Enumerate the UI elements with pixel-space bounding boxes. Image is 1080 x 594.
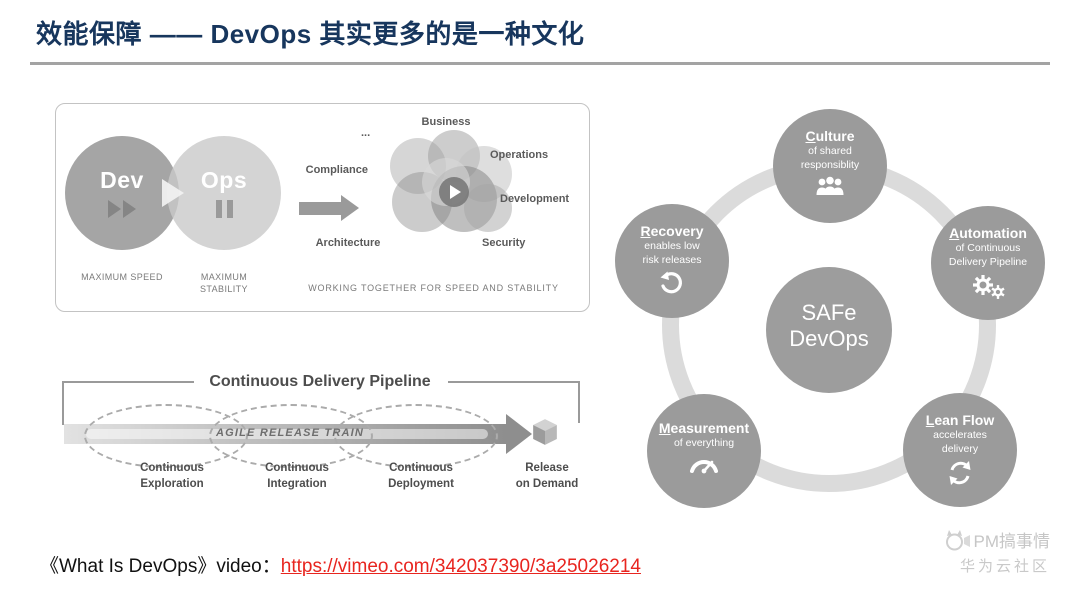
- watermark-name: PM搞事情: [973, 532, 1051, 551]
- label-operations: Operations: [490, 149, 549, 161]
- cube-icon: [533, 419, 557, 445]
- hub-line1: SAFe: [801, 300, 857, 325]
- video-label: 《What Is DevOps》video：: [40, 556, 281, 577]
- dev-circle: [65, 136, 179, 250]
- vimeo-link[interactable]: https://vimeo.com/342037390/3a25026214: [280, 556, 641, 577]
- node-heading: Lean Flow: [903, 412, 1017, 428]
- ops-label: Ops: [200, 167, 248, 193]
- node-line: accelerates: [933, 429, 987, 441]
- node-line: of Continuous: [955, 242, 1021, 254]
- safe-node-automation: Automation of Continuous Delivery Pipeli…: [931, 206, 1045, 320]
- node-line: enables low: [644, 240, 700, 252]
- stage-continuous-exploration: Continuous Exploration: [110, 461, 234, 492]
- safe-devops-hub: SAFe DevOps: [766, 267, 892, 393]
- safe-node-measurement: Measurement of everything: [647, 394, 761, 508]
- node-initial: M: [658, 420, 671, 436]
- pause-icon: [167, 200, 281, 218]
- label-architecture: Architecture: [315, 237, 381, 249]
- node-heading: Measurement: [647, 420, 761, 436]
- node-initial: A: [949, 225, 960, 241]
- node-initial: R: [640, 223, 651, 239]
- watermark: PM搞事情 华为云社区: [940, 527, 1051, 576]
- ops-caption: MAXIMUM STABILITY: [200, 272, 248, 295]
- node-heading: Culture: [773, 128, 887, 144]
- cluster-play-icon: [439, 177, 469, 207]
- dev-label: Dev: [100, 167, 144, 193]
- right-arrow-icon: [299, 202, 341, 215]
- node-heading: Automation: [931, 225, 1045, 241]
- watermark-line1: PM搞事情: [940, 527, 1051, 552]
- fast-forward-icon: [65, 200, 179, 218]
- stage-line: Deployment: [388, 477, 454, 490]
- footer: 《What Is DevOps》video：https://vimeo.com/…: [40, 551, 641, 578]
- ops-circle: [167, 136, 281, 250]
- stage-line: Continuous: [389, 462, 453, 474]
- node-heading: Recovery: [615, 223, 729, 239]
- devops-venn-panel: Dev Ops MAXIMUM SPEED MAXIMUM STABILITY …: [55, 103, 590, 312]
- hub-line2: DevOps: [789, 326, 869, 351]
- cluster-circle: [464, 184, 512, 232]
- label-business: Business: [421, 116, 471, 128]
- node-rest: utomation: [959, 225, 1027, 241]
- label-compliance: Compliance: [305, 164, 368, 176]
- node-line: responsiblity: [800, 159, 860, 172]
- stage-continuous-integration: Continuous Integration: [235, 461, 359, 492]
- right-arrow-head-icon: [341, 195, 359, 221]
- stage-line: Release: [525, 462, 569, 474]
- stage-line: Integration: [267, 477, 327, 490]
- node-rest: ean Flow: [934, 412, 995, 428]
- stage-continuous-deployment: Continuous Deployment: [359, 461, 483, 492]
- dashed-loop: [334, 404, 498, 468]
- node-line: delivery: [941, 443, 979, 456]
- stage-release-on-demand: Release on Demand: [485, 461, 609, 492]
- gauge-icon: [690, 460, 718, 474]
- pipeline-bracket-left: [62, 381, 194, 425]
- watermark-line2: 华为云社区: [959, 558, 1050, 575]
- agile-release-train-label: AGILE RELEASE TRAIN: [215, 427, 365, 439]
- stage-line: on Demand: [515, 477, 579, 490]
- node-line: Delivery Pipeline: [948, 256, 1028, 269]
- pipeline-arrow-head-icon: [506, 414, 532, 454]
- node-initial: L: [925, 412, 935, 428]
- page-title: 效能保障 —— DevOps 其实更多的是一种文化: [36, 19, 585, 49]
- node-rest: ecovery: [650, 223, 704, 239]
- undo-arrow-icon: [660, 271, 682, 294]
- node-line: of everything: [673, 437, 735, 449]
- node-rest: easurement: [670, 420, 750, 436]
- stage-line: Continuous: [265, 462, 329, 474]
- node-line: of shared: [808, 145, 852, 157]
- title-divider: [30, 62, 1050, 65]
- safe-node-culture: Culture of shared responsiblity: [773, 109, 887, 223]
- stage-line: Continuous: [140, 462, 204, 474]
- node-initial: C: [805, 128, 816, 144]
- pipeline-bracket-right: [448, 381, 580, 423]
- people-icon: [816, 177, 844, 196]
- cycle-icon: [949, 461, 971, 486]
- venn-caption: WORKING TOGETHER FOR SPEED AND STABILITY: [308, 283, 559, 293]
- pipeline-title: Continuous Delivery Pipeline: [209, 373, 431, 390]
- safe-node-recovery: Recovery enables low risk releases: [615, 204, 729, 318]
- label-ellipsis: ...: [361, 127, 371, 139]
- pm-logo-icon: [945, 529, 970, 550]
- node-line: risk releases: [642, 254, 702, 267]
- label-security: Security: [482, 237, 526, 249]
- gears-icon: [973, 275, 1005, 300]
- safe-node-lean-flow: Lean Flow accelerates delivery: [903, 393, 1017, 507]
- play-icon: [162, 179, 184, 207]
- node-rest: ulture: [815, 128, 855, 144]
- dev-caption: MAXIMUM SPEED: [81, 272, 163, 282]
- stage-line: Exploration: [140, 477, 204, 490]
- label-development: Development: [500, 193, 570, 205]
